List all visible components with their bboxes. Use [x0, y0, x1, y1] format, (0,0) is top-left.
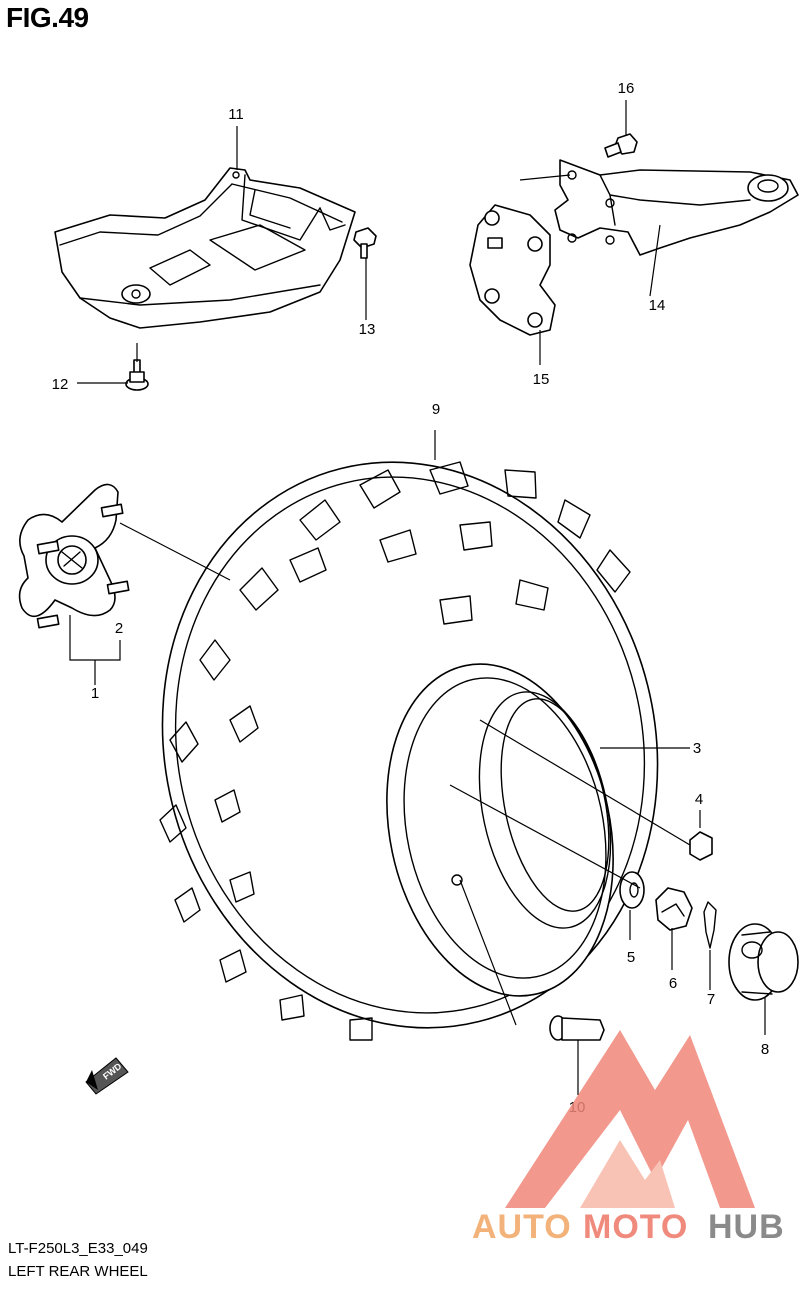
tire-part-9 — [159, 461, 659, 1041]
cotter-pin-part-7 — [703, 901, 717, 949]
callout-16: 16 — [618, 80, 635, 97]
hub-cap-part-8 — [728, 923, 799, 1001]
tire-tread — [159, 461, 631, 1041]
diagram-caption: LEFT REAR WHEEL — [8, 1263, 148, 1280]
callout-8: 8 — [761, 1041, 769, 1058]
watermark-word-auto: AUTO — [472, 1208, 572, 1246]
wheel-hub-part-1 — [18, 483, 130, 629]
washer-part-5 — [619, 871, 645, 909]
callout-6: 6 — [669, 975, 677, 992]
automotohub-watermark: AUTO MOTO HUB — [472, 1030, 785, 1246]
callout-15: 15 — [533, 371, 550, 388]
castle-nut-part-6 — [655, 887, 693, 931]
callout-3: 3 — [693, 740, 701, 757]
bolt-part-16 — [604, 133, 638, 158]
watermark-word-hub: HUB — [708, 1208, 785, 1246]
forward-direction-arrow: FWD — [85, 1057, 129, 1095]
callout-12: 12 — [52, 376, 69, 393]
callout-1: 1 — [91, 685, 99, 702]
clamp-part-15 — [469, 204, 556, 336]
watermark-word-moto: MOTO — [583, 1208, 688, 1246]
callout-4: 4 — [695, 791, 703, 808]
callout-11: 11 — [228, 106, 244, 123]
skid-plate-part-11 — [54, 167, 356, 329]
bolt-part-13 — [353, 227, 377, 259]
leader-lines — [69, 100, 766, 1095]
callout-14: 14 — [649, 297, 666, 314]
bracket-part-14 — [554, 159, 799, 256]
figure-title: FIG.49 — [6, 2, 89, 33]
callout-9: 9 — [432, 401, 440, 418]
watermark-logo-mark — [505, 1030, 755, 1208]
nut-part-4 — [689, 831, 713, 861]
diagram-code: LT-F250L3_E33_049 — [8, 1240, 148, 1257]
valve-part-10 — [549, 1015, 605, 1041]
bolt-part-12 — [125, 359, 149, 391]
callout-numbers: 1 2 3 4 5 6 7 8 9 10 11 12 13 14 15 16 — [52, 80, 770, 1116]
callout-13: 13 — [359, 321, 376, 338]
callout-2: 2 — [115, 620, 123, 637]
callout-5: 5 — [627, 949, 635, 966]
callout-7: 7 — [707, 991, 715, 1008]
